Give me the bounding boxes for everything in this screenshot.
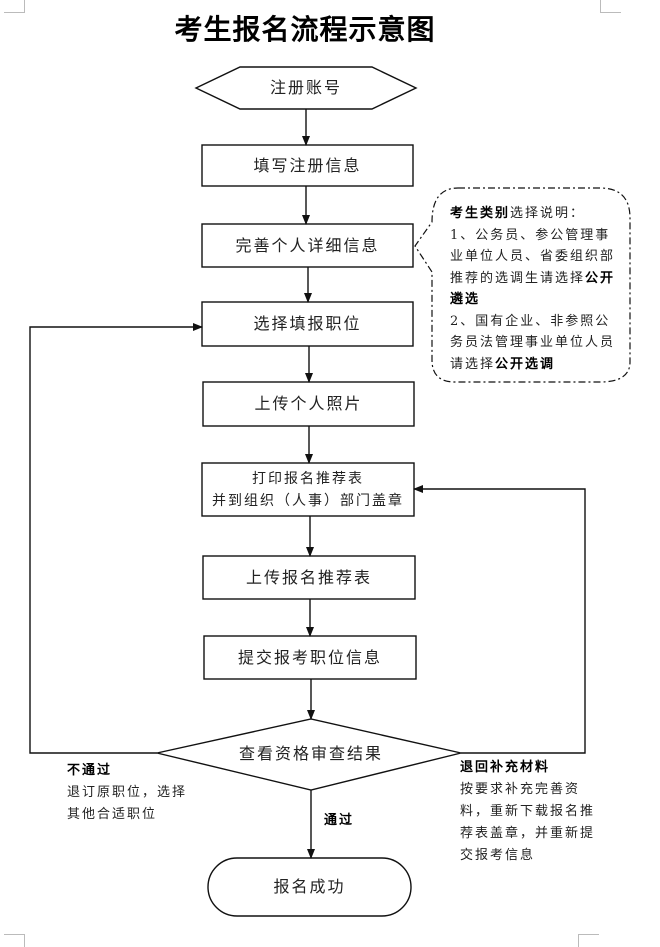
callout-item-1: 1、公务员、参公管理事业单位人员、省委组织部推荐的选调生请选择公开遴选: [450, 225, 618, 311]
node-print-form: 打印报名推荐表 并到组织（人事）部门盖章: [202, 463, 414, 516]
node-submit-info: 提交报考职位信息: [237, 647, 382, 667]
diagram-title: 考生报名流程示意图: [174, 13, 436, 46]
edge-label-fail-text: 退订原职位，选择其他合适职位: [67, 785, 188, 822]
page-corner-mark-top-left: [4, 0, 25, 13]
edge-label-fail-heading: 不通过: [67, 763, 113, 778]
edge-label-fail: 不通过 退订原职位，选择其他合适职位: [67, 760, 192, 826]
callout-text: 考生类别选择说明： 1、公务员、参公管理事业单位人员、省委组织部推荐的选调生请选…: [450, 203, 618, 375]
edge-label-return: 退回补充材料 按要求补充完善资料，重新下载报名推荐表盖章，并重新提交报考信息: [460, 757, 595, 867]
node-fill-registration: 填写注册信息: [253, 155, 362, 175]
node-review-result: 查看资格审查结果: [238, 744, 383, 763]
page-corner-mark-bottom-left: [4, 934, 25, 947]
node-upload-form: 上传报名推荐表: [245, 567, 372, 587]
node-upload-photo: 上传个人照片: [254, 394, 363, 413]
callout-bubble: [414, 187, 631, 383]
callout-heading: 考生类别选择说明：: [450, 203, 618, 225]
arrow-return-loop: [413, 485, 586, 754]
start-hexagon: [194, 66, 418, 110]
callout-item-1-bold: 公开遴选: [450, 270, 616, 308]
arrow-fail-loop: [29, 323, 203, 754]
edge-label-pass-heading: 通过: [324, 813, 355, 828]
page-corner-mark-bottom-right: [578, 934, 599, 947]
page-corner-mark-top-right: [600, 0, 621, 13]
callout-heading-rest: 选择说明：: [510, 206, 586, 221]
callout-item-2: 2、国有企业、非参照公务员法管理事业单位人员请选择公开选调: [450, 311, 618, 376]
callout-item-2-bold: 公开选调: [495, 356, 556, 372]
callout-heading-bold: 考生类别: [450, 206, 511, 221]
node-select-position: 选择填报职位: [253, 314, 362, 333]
box-print-form: [201, 462, 415, 517]
node-register-account: 注册账号: [269, 78, 342, 97]
edge-label-return-text: 按要求补充完善资料，重新下载报名推荐表盖章，并重新提交报考信息: [460, 782, 596, 863]
callout-item-2-text: 2、国有企业、非参照公务员法管理事业单位人员请选择: [450, 313, 616, 372]
node-complete-details: 完善个人详细信息: [235, 235, 380, 255]
node-print-form-line2: 并到组织（人事）部门盖章: [212, 492, 404, 509]
node-print-form-line1: 打印报名推荐表: [252, 470, 364, 487]
node-success: 报名成功: [273, 877, 346, 896]
box-submit-info: [203, 635, 417, 680]
box-upload-form: [202, 555, 416, 600]
callout-item-1-text: 1、公务员、参公管理事业单位人员、省委组织部推荐的选调生请选择: [450, 227, 616, 286]
edge-label-return-heading: 退回补充材料: [460, 760, 551, 775]
edge-label-pass: 通过: [324, 810, 354, 832]
box-fill-registration: [201, 144, 414, 187]
box-upload-photo: [202, 381, 415, 427]
